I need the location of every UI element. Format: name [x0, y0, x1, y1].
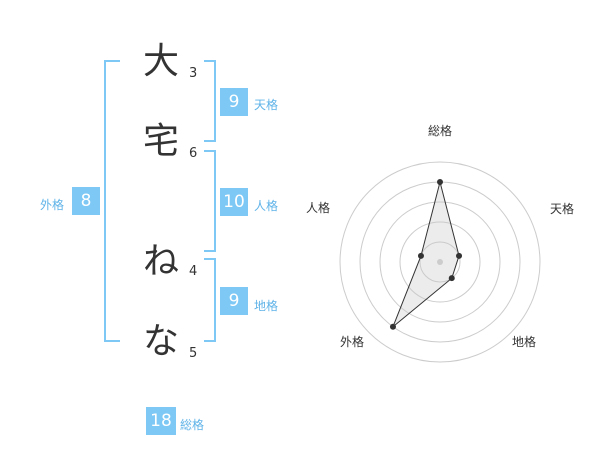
radar-point-0 — [437, 179, 443, 185]
radar-chart: 総格 天格 地格 外格 人格 — [306, 123, 574, 363]
tenkaku-bracket — [204, 60, 216, 142]
stroke-count-2: 6 — [189, 146, 198, 161]
chikaku-label: 地格 — [254, 299, 279, 313]
gaikaku-value-box: 8 — [72, 187, 100, 215]
radar-ring-3 — [379, 201, 501, 323]
name-char-2: 宅 — [143, 121, 180, 162]
jinkaku-label: 人格 — [254, 199, 279, 213]
name-char-4: な — [143, 321, 180, 362]
radar-axis-label-tenkaku: 天格 — [550, 201, 574, 216]
stroke-count-4: 5 — [189, 346, 198, 361]
gaikaku-bracket — [104, 60, 120, 342]
radar-center-dot — [437, 259, 443, 265]
radar-ring-1 — [419, 241, 461, 283]
name-char-1: 大 — [143, 41, 180, 82]
soukaku-value-box: 18 — [146, 407, 176, 435]
gaikaku-label: 外格 — [40, 198, 65, 212]
radar-axis-label-soukaku: 総格 — [428, 123, 452, 138]
soukaku-label: 総格 — [180, 418, 205, 432]
name-char-3: ね — [143, 241, 180, 282]
radar-polygon — [392, 181, 460, 328]
chikaku-bracket — [204, 258, 216, 342]
chikaku-value-box: 9 — [220, 287, 248, 315]
radar-point-4 — [417, 252, 424, 259]
jinkaku-bracket — [204, 150, 216, 252]
radar-axis-label-gaikaku: 外格 — [340, 334, 364, 349]
stroke-count-3: 4 — [189, 264, 198, 279]
radar-ring-2 — [399, 221, 481, 303]
radar-axis-label-chikaku: 地格 — [512, 334, 536, 349]
tenkaku-label: 天格 — [254, 98, 279, 112]
tenkaku-value-box: 9 — [220, 88, 248, 116]
stroke-count-1: 3 — [189, 66, 198, 81]
radar-point-1 — [456, 252, 463, 259]
radar-point-2 — [448, 275, 455, 282]
radar-rings — [339, 161, 541, 363]
radar-axis-label-jinkaku: 人格 — [306, 200, 330, 215]
radar-point-3 — [389, 323, 396, 330]
radar-ring-5 — [339, 161, 541, 363]
jinkaku-value-box: 10 — [220, 188, 248, 216]
